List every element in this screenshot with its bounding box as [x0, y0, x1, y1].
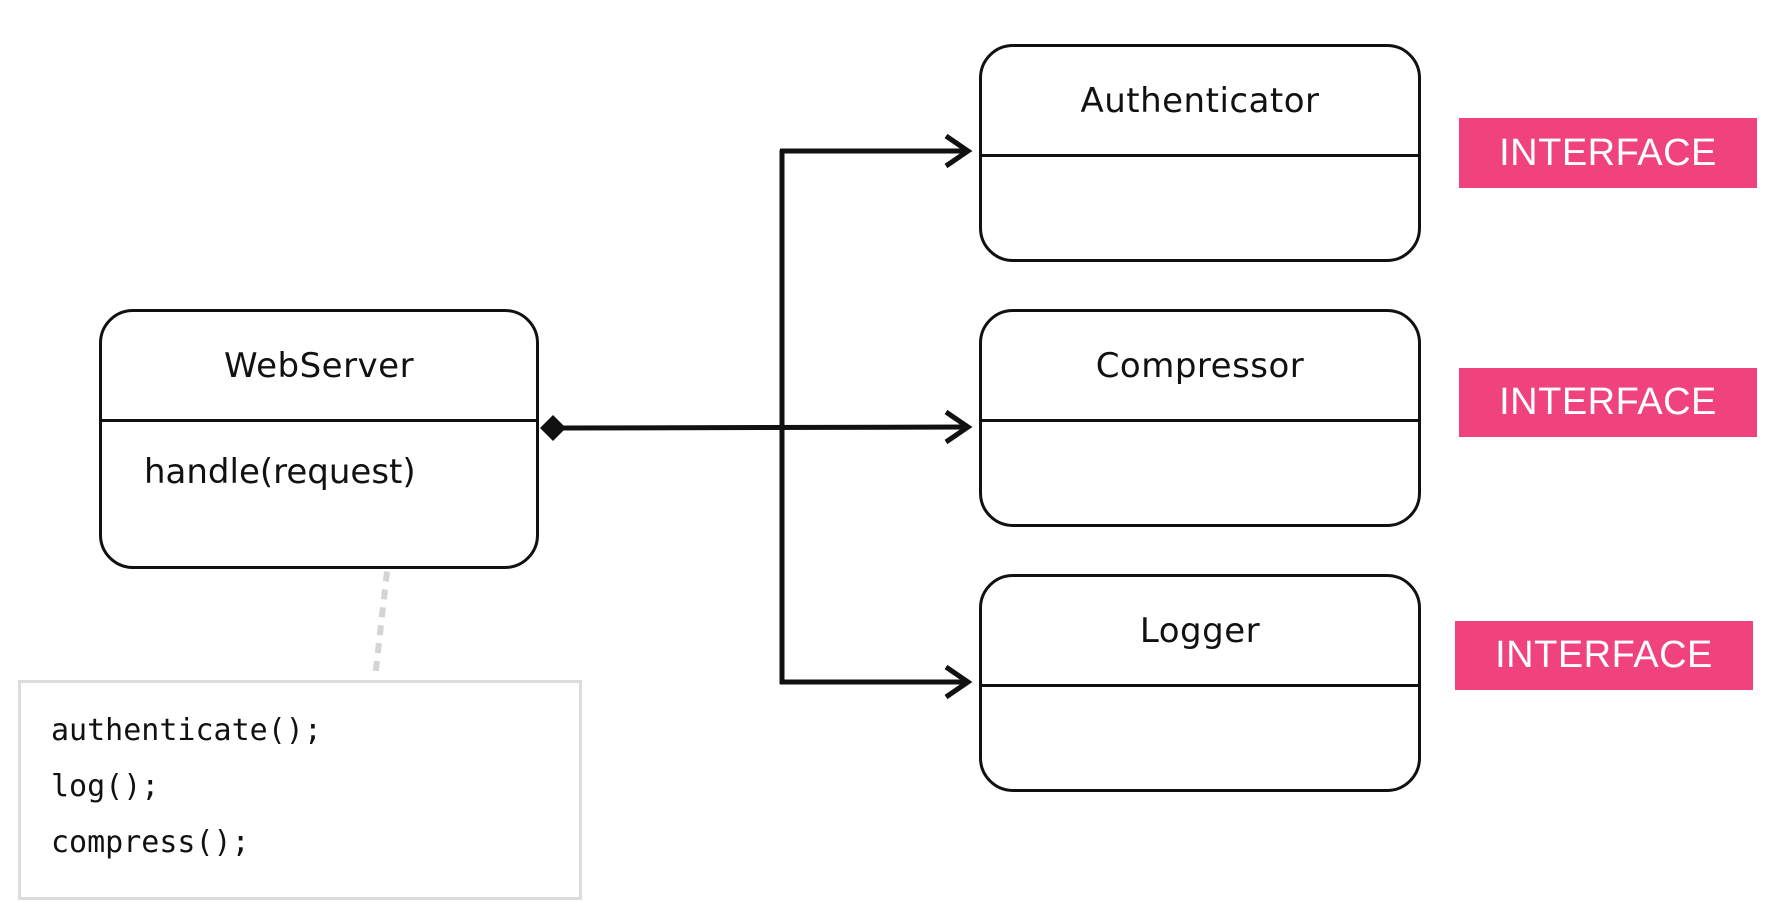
code-note: authenticate(); log(); compress(); [18, 680, 582, 900]
authenticator-class-name: Authenticator [982, 47, 1418, 157]
webserver-class-name: WebServer [102, 312, 536, 422]
compressor-methods [982, 422, 1418, 524]
logger-methods [982, 687, 1418, 789]
compressor-interface-badge: INTERFACE [1459, 368, 1757, 437]
compressor-class[interactable]: Compressor [979, 309, 1421, 527]
webserver-methods: handle(request) [102, 422, 536, 566]
logger-interface-badge: INTERFACE [1455, 621, 1753, 690]
webserver-class[interactable]: WebServer handle(request) [99, 309, 539, 569]
note-link [372, 499, 398, 679]
compressor-connector [562, 424, 967, 431]
composition-diamond [540, 415, 566, 441]
logger-arrowhead [944, 664, 973, 700]
authenticator-class[interactable]: Authenticator [979, 44, 1421, 262]
authenticator-methods [982, 157, 1418, 259]
note-line-log: log(); [51, 769, 160, 804]
note-line-authenticate: authenticate(); [51, 713, 322, 748]
compressor-arrowhead [944, 409, 973, 445]
compressor-class-name: Compressor [982, 312, 1418, 422]
logger-class-name: Logger [982, 577, 1418, 687]
authenticator-interface-badge: INTERFACE [1459, 118, 1757, 188]
webserver-method-handle: handle(request) [144, 452, 416, 492]
logger-class[interactable]: Logger [979, 574, 1421, 792]
authenticator-arrowhead [944, 133, 973, 169]
note-line-compress: compress(); [51, 825, 250, 860]
